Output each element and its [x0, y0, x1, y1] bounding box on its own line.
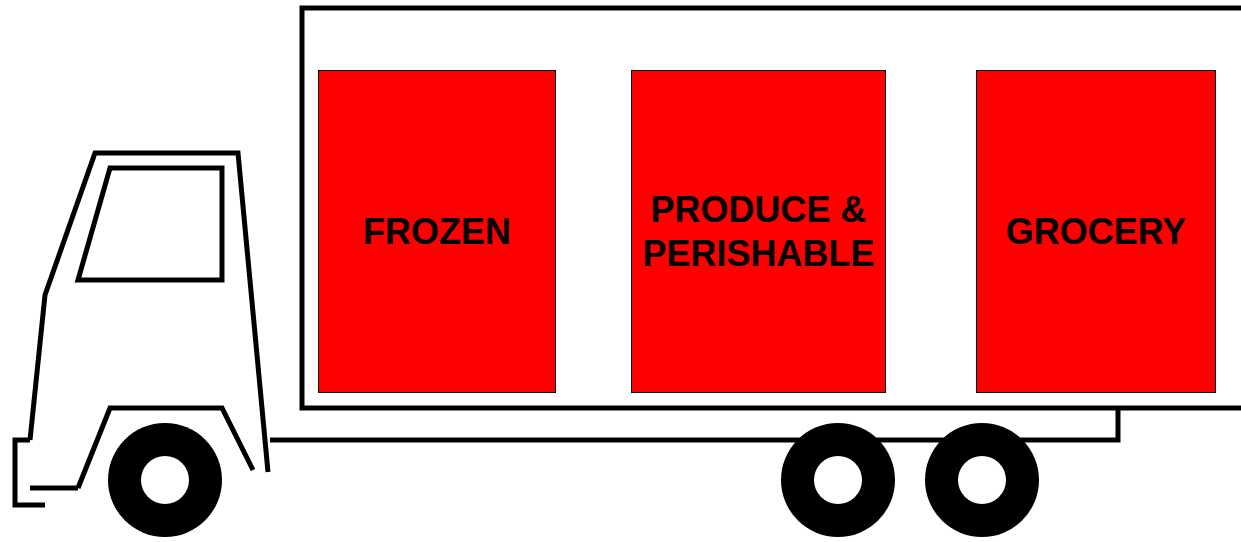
compartment-box: GROCERY — [976, 70, 1216, 393]
compartment-label: FROZEN — [363, 210, 511, 254]
cargo-body — [302, 8, 1241, 408]
compartment-label: GROCERY — [1006, 210, 1187, 254]
wheel-hub — [958, 456, 1006, 504]
cab-window — [78, 168, 222, 280]
compartment-box: PRODUCE & PERISHABLE — [631, 70, 886, 393]
bumper-line — [30, 486, 78, 491]
wheels — [108, 423, 1039, 537]
rear-wheel — [781, 423, 895, 537]
wheel-hub — [814, 456, 862, 504]
wheel-hub — [141, 456, 189, 504]
front-wheel — [108, 423, 222, 537]
compartment-box: FROZEN — [318, 70, 556, 393]
compartment-label: PRODUCE & PERISHABLE — [636, 188, 881, 276]
rear-wheel — [925, 423, 1039, 537]
bumper — [15, 440, 45, 505]
